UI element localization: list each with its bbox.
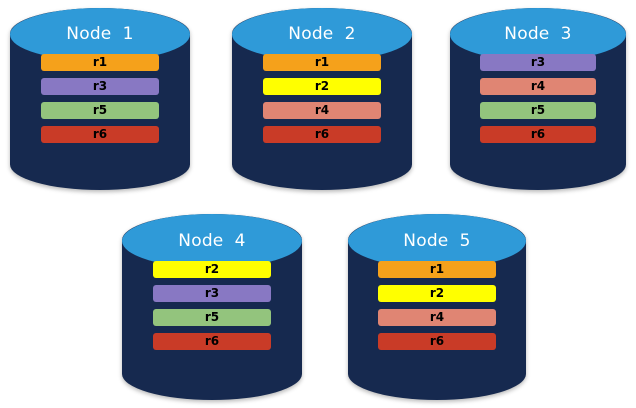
replica-bar[interactable]: r5 xyxy=(152,308,272,326)
replica-list: r3 r4 r5 r6 xyxy=(479,53,597,143)
node-5[interactable]: Node 5 r1 r2 r4 r6 xyxy=(348,214,526,400)
replica-list: r1 r2 r4 r6 xyxy=(262,53,382,143)
replica-bar[interactable]: r1 xyxy=(40,53,160,71)
replica-bar[interactable]: r6 xyxy=(479,125,597,143)
node-label: Node 4 xyxy=(178,230,246,251)
replica-bar[interactable]: r6 xyxy=(40,125,160,143)
replica-bar[interactable]: r2 xyxy=(152,260,272,278)
replica-bar[interactable]: r6 xyxy=(378,332,496,350)
replica-bar[interactable]: r4 xyxy=(378,308,496,326)
cylinder-top-ellipse xyxy=(232,8,412,61)
cylinder-top-ellipse xyxy=(10,8,190,61)
replica-bar[interactable]: r5 xyxy=(479,101,597,119)
replica-list: r2 r3 r5 r6 xyxy=(152,260,272,350)
node-4[interactable]: Node 4 r2 r3 r5 r6 xyxy=(122,214,302,400)
cylinder-top-ellipse xyxy=(348,214,526,268)
replica-list: r1 r3 r5 r6 xyxy=(40,53,160,143)
node-label: Node 2 xyxy=(288,24,356,45)
replica-bar[interactable]: r6 xyxy=(262,125,382,143)
node-label: Node 5 xyxy=(403,230,471,251)
replica-bar[interactable]: r5 xyxy=(40,101,160,119)
replica-list: r1 r2 r4 r6 xyxy=(378,260,496,350)
node-3[interactable]: Node 3 r3 r4 r5 r6 xyxy=(450,8,626,190)
replica-bar[interactable]: r1 xyxy=(378,260,496,278)
cylinder-top-ellipse xyxy=(122,214,302,268)
node-label: Node 1 xyxy=(66,24,134,45)
node-label: Node 3 xyxy=(504,24,572,45)
replica-bar[interactable]: r4 xyxy=(262,101,382,119)
cylinder-top-ellipse xyxy=(450,8,626,61)
replica-bar[interactable]: r3 xyxy=(40,77,160,95)
replica-bar[interactable]: r3 xyxy=(152,284,272,302)
node-2[interactable]: Node 2 r1 r2 r4 r6 xyxy=(232,8,412,190)
replica-bar[interactable]: r2 xyxy=(378,284,496,302)
replica-bar[interactable]: r1 xyxy=(262,53,382,71)
replica-bar[interactable]: r6 xyxy=(152,332,272,350)
replica-bar[interactable]: r3 xyxy=(479,53,597,71)
replica-bar[interactable]: r2 xyxy=(262,77,382,95)
node-1[interactable]: Node 1 r1 r3 r5 r6 xyxy=(10,8,190,190)
replica-bar[interactable]: r4 xyxy=(479,77,597,95)
